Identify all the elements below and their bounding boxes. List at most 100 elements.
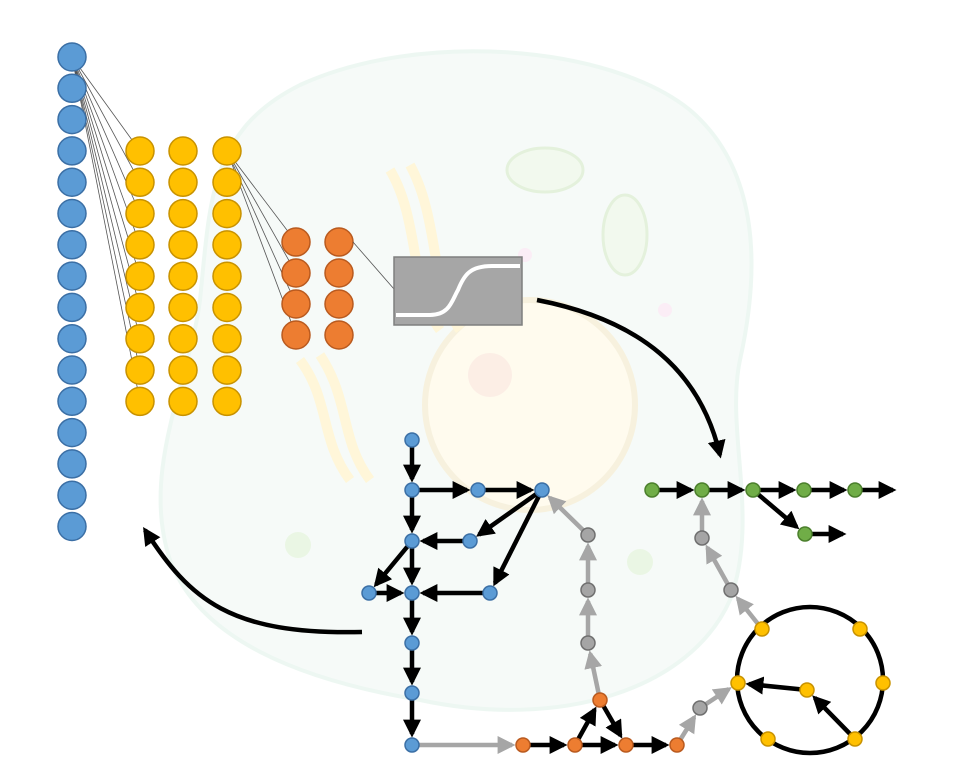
hidden-neuron: [168, 261, 198, 291]
arrow-to-pathway: [536, 297, 726, 459]
hidden-output-connection: [226, 150, 297, 274]
hidden-neuron: [168, 292, 198, 323]
metabolite-node: [730, 675, 746, 691]
arrow-to-network: [143, 526, 363, 635]
vesicle-1: [285, 532, 311, 558]
metabolite-node: [592, 692, 608, 708]
pathway-edge-inactive: [705, 544, 733, 592]
output-neuron: [324, 289, 354, 319]
pathway-edge: [492, 488, 545, 587]
metabolite-node: [404, 533, 420, 549]
metabolite-node: [694, 530, 710, 546]
metabolite-node: [580, 582, 596, 598]
metabolite-node: [567, 737, 583, 753]
output-neuron: [281, 258, 311, 288]
metabolite-node: [852, 621, 868, 637]
output-neuron: [324, 320, 354, 350]
vesicle-2: [627, 549, 653, 575]
metabolite-node: [534, 482, 550, 498]
metabolite-node: [361, 585, 377, 601]
hidden-neuron: [125, 198, 155, 229]
pathway-edge: [812, 695, 857, 741]
hidden-neuron: [212, 292, 242, 323]
pathway-edge: [751, 488, 800, 530]
hidden-neuron: [212, 324, 242, 354]
hidden-neuron: [125, 136, 155, 166]
mitochondrion-1: [505, 146, 585, 194]
input-hidden-connection: [71, 56, 141, 183]
input-neuron: [57, 292, 87, 323]
input-neuron: [57, 167, 87, 197]
input-neuron: [57, 198, 87, 229]
input-neuron: [57, 449, 87, 479]
pathway-edge-inactive: [547, 495, 590, 537]
sigmoid-icon: [396, 264, 520, 317]
vesicle-3: [658, 303, 672, 317]
metabolite-node: [515, 737, 531, 753]
hidden-neuron: [212, 386, 242, 417]
hidden-neuron: [212, 167, 242, 198]
hidden-neuron: [168, 136, 198, 166]
metabolite-node: [669, 737, 685, 753]
mitochondrion-2: [601, 193, 649, 277]
input-neuron: [57, 417, 87, 448]
metabolite-node: [875, 675, 891, 691]
input-neuron: [57, 323, 87, 354]
input-neuron: [57, 73, 87, 104]
input-hidden-connection: [71, 56, 141, 402]
hidden-neuron: [212, 355, 242, 385]
input-hidden-connection: [71, 56, 141, 339]
metabolite-node: [745, 482, 761, 498]
pathway-edge-inactive: [584, 650, 603, 701]
metabolite-node: [462, 533, 478, 549]
hidden-output-connection: [226, 150, 297, 243]
hidden-neuron: [168, 324, 198, 354]
metabolite-node: [618, 737, 634, 753]
pathway-edge: [745, 676, 808, 695]
input-neuron: [57, 136, 87, 166]
cell-icon: [158, 49, 754, 712]
input-hidden-connection: [71, 56, 141, 152]
metabolite-node: [404, 635, 420, 651]
hidden-neuron: [125, 292, 155, 323]
metabolite-node: [404, 482, 420, 498]
activation-connection: [352, 241, 395, 290]
hidden-neuron: [168, 198, 198, 229]
hidden-neuron: [212, 198, 242, 229]
hidden-neuron: [125, 386, 155, 417]
metabolite-node: [796, 482, 812, 498]
metabolite-node: [694, 482, 710, 498]
output-neuron: [281, 320, 311, 350]
hidden-neuron: [125, 261, 155, 291]
metabolite-node: [797, 526, 813, 542]
hidden-neuron: [168, 167, 198, 198]
hidden-neuron: [168, 355, 198, 385]
hidden-neuron: [125, 230, 155, 260]
endoplasmic-reticulum: [295, 352, 375, 483]
input-neuron: [57, 42, 87, 72]
output-neuron: [281, 289, 311, 319]
hidden-neuron: [125, 355, 155, 385]
input-neuron: [57, 511, 87, 542]
metabolite-node: [482, 585, 498, 601]
pathway-edge: [476, 488, 544, 537]
metabolite-node: [692, 700, 708, 716]
output-neuron: [324, 258, 354, 288]
input-neuron: [57, 480, 87, 510]
input-hidden-connection: [71, 56, 141, 308]
metabolite-node: [847, 482, 863, 498]
pathway-nodes: [361, 432, 891, 753]
metabolite-node: [404, 432, 420, 448]
activation-box: [393, 256, 523, 326]
cell-nucleolus: [468, 353, 512, 397]
metabolite-node: [754, 621, 770, 637]
metabolite-node: [799, 682, 815, 698]
input-neuron: [57, 355, 87, 385]
hidden-neuron: [212, 261, 242, 291]
input-neuron: [57, 104, 87, 135]
metabolite-node: [580, 527, 596, 543]
metabolite-node: [760, 731, 776, 747]
metabolite-node: [644, 482, 660, 498]
pathway-edge: [373, 539, 414, 588]
